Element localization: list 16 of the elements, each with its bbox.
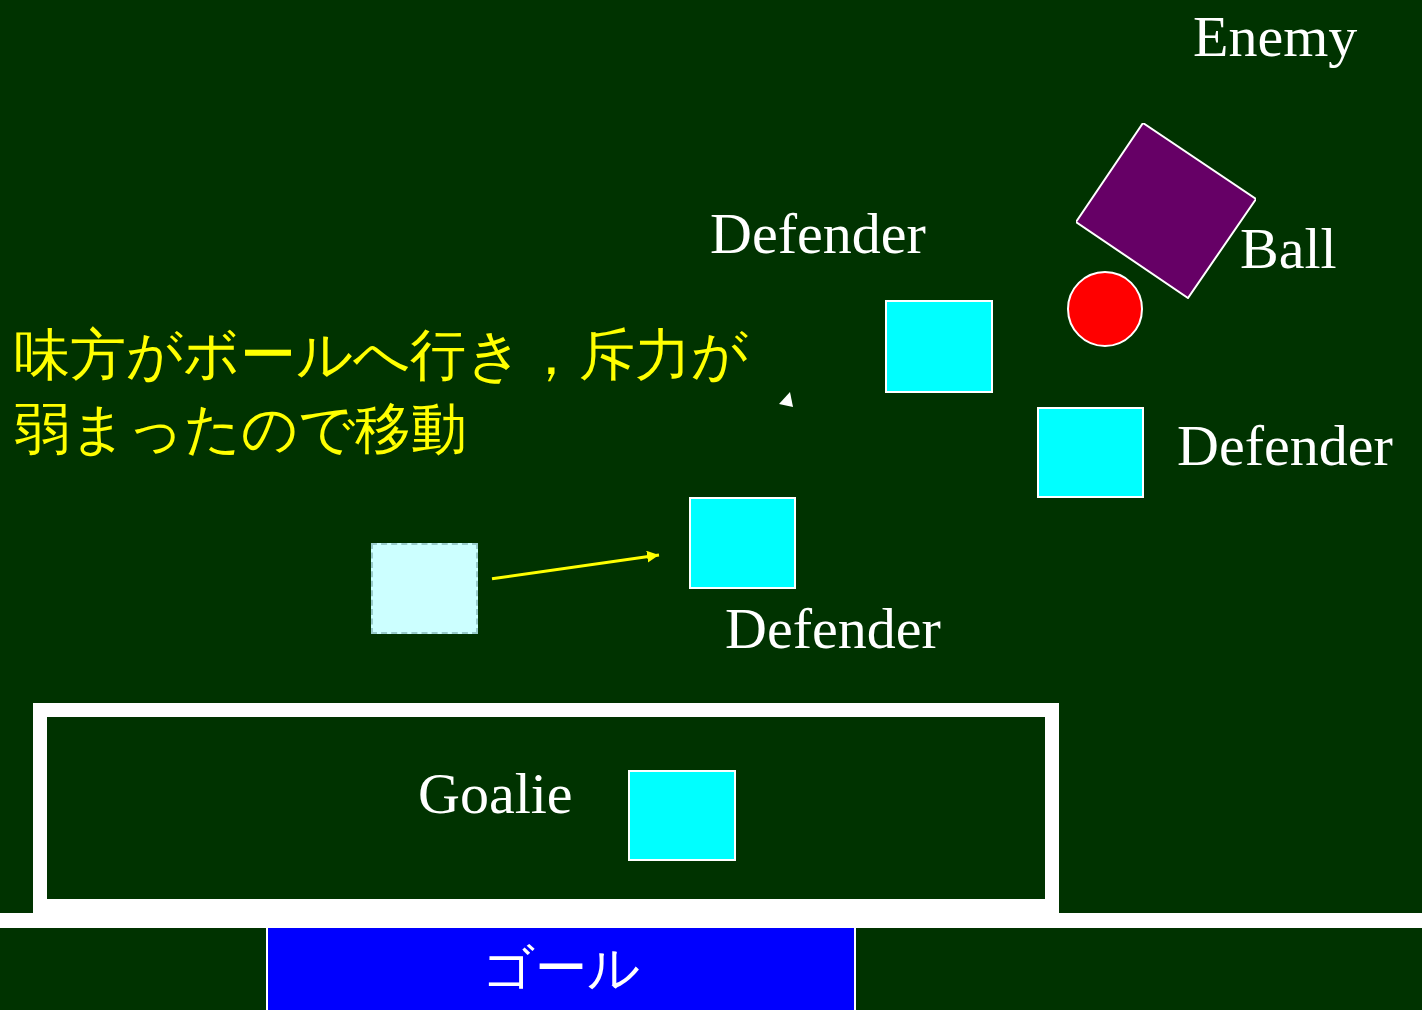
player-label: Enemy — [1193, 8, 1358, 66]
previous-position-marker — [371, 543, 478, 634]
defender-marker — [689, 497, 796, 589]
player-label: Defender — [710, 205, 926, 263]
movement-arrow — [491, 550, 660, 581]
goal-bar — [266, 928, 856, 1010]
goal-area — [33, 703, 1059, 913]
defender-marker — [885, 300, 993, 393]
player-label: Defender — [1177, 417, 1393, 475]
ball-label: Ball — [1240, 220, 1337, 278]
defender-marker — [1037, 407, 1144, 498]
goal-label: ゴール — [482, 937, 640, 1000]
player-label: Defender — [725, 600, 941, 658]
player-label: Goalie — [418, 765, 573, 823]
note-text: 味方がボールへ行き，斥力が弱まったので移動 — [14, 321, 749, 463]
goalie-marker — [628, 770, 736, 861]
